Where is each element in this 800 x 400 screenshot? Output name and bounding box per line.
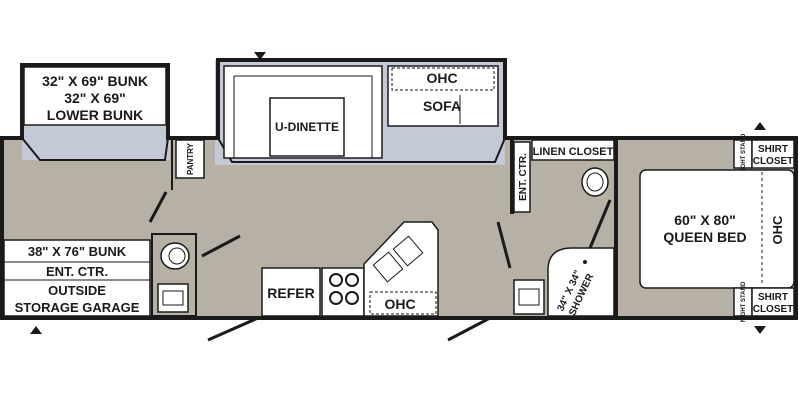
toilet-bath-bowl: [586, 172, 604, 192]
sofa-label: SOFA: [423, 98, 461, 114]
linen-closet-label: LINEN CLOSET: [533, 146, 614, 158]
upper-bunk: [23, 66, 167, 126]
slide-arrow-left-bottom: [30, 326, 42, 334]
queen-bed-label-2: QUEEN BED: [663, 229, 746, 245]
refer: [261, 267, 321, 317]
ent-ctr-lower-label: ENT. CTR.: [46, 264, 108, 279]
burner-4: [345, 291, 359, 305]
lower-bunk: [3, 239, 151, 317]
bunk-door: [148, 191, 168, 223]
shower-drain: [583, 260, 587, 264]
queen-bed: [639, 169, 795, 289]
bunk-lower-label: 38" X 76" BUNK: [28, 244, 127, 259]
dinette-table: [269, 97, 345, 157]
burner-3: [329, 291, 343, 305]
shirt-closet-bottom-label-1: SHIRT: [758, 292, 788, 303]
outside-label: OUTSIDE: [48, 283, 106, 298]
kitchen-sink-1: [372, 251, 404, 283]
entry-door-left: [207, 316, 259, 342]
half-bath-sink-basin: [162, 290, 184, 306]
refer-label: REFER: [267, 285, 314, 301]
bunk-upper-label-2: 32" X 69": [64, 90, 126, 106]
u-dinette-label: U-DINETTE: [275, 120, 339, 134]
stove: [321, 267, 365, 317]
bunk-upper-label-3: LOWER BUNK: [47, 107, 143, 123]
pantry-label: PANTRY: [186, 142, 195, 175]
slide-arrow-bedroom-top: [754, 122, 766, 130]
pantry: [175, 139, 205, 179]
burner-2: [345, 273, 359, 287]
ohc-kitchen-label: OHC: [384, 296, 415, 312]
half-bath-door: [201, 234, 241, 258]
dinette-bench-inner: [233, 75, 373, 158]
ohc-kitchen-outline: [369, 291, 437, 315]
ent-ctr-mid-label: ENT. CTR.: [518, 153, 529, 201]
shirt-closet-bottom-label-2: CLOSET: [753, 304, 794, 315]
shirt-closet-top: [751, 139, 795, 169]
storage-garage-label: STORAGE GARAGE: [15, 300, 140, 315]
kitchen-sink-2: [392, 235, 424, 267]
sofa: [387, 65, 499, 127]
night-stand-bottom-label: NIGHT STAND: [741, 281, 747, 322]
ent-ctr-mid: [513, 141, 531, 213]
sofa-ohc-outline: [391, 67, 495, 91]
bunk-upper-label-1: 32" X 69" BUNK: [42, 73, 148, 89]
ohc-bed-label: OHC: [770, 215, 785, 245]
bath-door: [588, 199, 612, 249]
queen-bed-label-1: 60" X 80": [674, 212, 736, 228]
outer-wall: [0, 58, 798, 320]
entry-door-right: [447, 316, 491, 342]
shirt-closet-top-label-1: SHIRT: [758, 144, 788, 155]
sofa-ohc-label: OHC: [426, 70, 457, 86]
slide-arrow-bedroom-bottom: [754, 326, 766, 334]
bath-sink-basin: [518, 288, 540, 306]
shower: [547, 247, 615, 317]
slide-arrow-top: [254, 52, 266, 60]
shirt-closet-top-label-2: CLOSET: [753, 156, 794, 167]
burner-1: [329, 273, 343, 287]
bath-entry-door: [496, 221, 512, 269]
shirt-closet-bottom: [751, 287, 795, 317]
bunk-slide-edge: [21, 137, 169, 161]
night-stand-top-label: NIGHT STAND: [741, 133, 747, 174]
toilet-half-bath-bowl: [168, 247, 186, 265]
